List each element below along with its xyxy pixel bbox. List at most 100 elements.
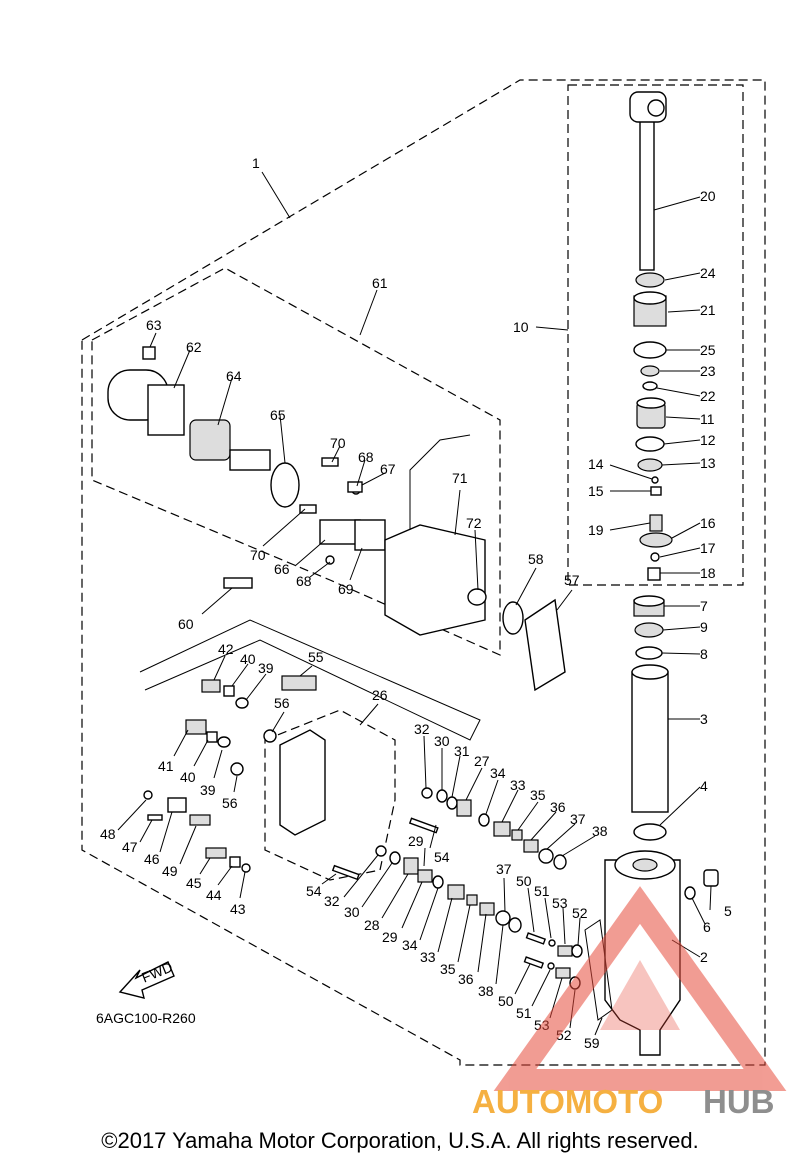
callout-29a: 29 [408,833,424,849]
part-8 [635,646,663,660]
part-12 [635,436,665,452]
callout-61: 61 [372,275,388,291]
callout-24: 24 [700,265,716,281]
callout-64: 64 [226,368,242,384]
callout-17: 17 [700,540,716,556]
reference-code: 6AGC100-R260 [96,1010,196,1026]
part-25 [633,341,667,359]
part-17 [650,552,660,562]
part-14 [651,476,659,484]
part-21 [633,291,667,327]
callout-69: 69 [338,581,354,597]
callout-63: 63 [146,317,162,333]
pin-54b [331,864,360,881]
callout-70a: 70 [330,435,346,451]
part-38b [508,917,522,933]
callout-31: 31 [454,743,470,759]
part-40b [206,731,218,743]
callout-2: 2 [700,949,708,965]
spring-29a [417,869,433,883]
part-51a [548,939,556,947]
callout-19: 19 [588,522,604,538]
callout-30a: 30 [434,733,450,749]
callout-13: 13 [700,455,716,471]
part-30a [436,789,448,803]
copyright-notice: ©2017 Yamaha Motor Corporation, U.S.A. A… [101,1128,699,1153]
callout-41: 41 [158,758,174,774]
assembly-boundary-1 [81,79,766,1066]
assembly-boundary-10 [567,84,744,586]
callout-21: 21 [700,302,716,318]
callout-39b: 39 [200,782,216,798]
part-36a [523,839,539,853]
part-51b [547,962,555,970]
part-72 [467,588,487,606]
callout-62: 62 [186,339,202,355]
watermark-logo [493,886,787,1091]
spring-19 [649,514,663,532]
part-32b [375,845,387,857]
screw-70b [299,504,317,514]
part-34a [478,813,490,827]
callout-59: 59 [584,1035,600,1051]
part-15 [650,486,662,496]
part-7 [633,595,665,617]
callout-52a: 52 [572,905,588,921]
spring-49 [189,814,211,826]
bolt-63 [142,346,156,360]
callout-40a: 40 [240,651,256,667]
callout-34a: 34 [490,765,506,781]
valve-body-26 [279,729,326,836]
part-40a [223,685,235,697]
part-39a [235,697,249,709]
spring-53b [555,967,571,979]
leader-lines [117,171,712,1036]
callout-29b: 29 [382,929,398,945]
fwd-arrow-icon: FWD [118,959,175,999]
callout-58: 58 [528,551,544,567]
callout-57: 57 [564,572,580,588]
pin-50a [525,932,547,945]
part-23 [640,365,660,377]
callout-42: 42 [218,641,234,657]
callout-25: 25 [700,342,716,358]
callout-30b: 30 [344,904,360,920]
part-43 [241,863,251,873]
callout-20: 20 [700,188,716,204]
part-33b [447,884,465,900]
motor-62 [107,369,185,436]
part-33a [493,821,511,837]
part-28 [403,857,419,875]
plate-outline [139,619,481,741]
part-39b [217,736,231,748]
callout-51a: 51 [534,883,550,899]
assembly-boundary-26 [264,709,396,881]
part-37b [495,910,511,926]
part-27 [456,799,472,817]
bolt-55 [281,675,317,691]
callout-71: 71 [452,470,468,486]
callout-56a: 56 [274,695,290,711]
tilt-rod-20 [629,91,667,271]
cylinder-3 [631,664,669,813]
part-67 [347,481,363,493]
watermark-text-2: HUB [703,1083,775,1120]
callout-65: 65 [270,407,286,423]
assembly-boundary-61 [91,267,501,656]
callout-50a: 50 [516,873,532,889]
part-18 [647,567,661,581]
part-11 [636,397,666,429]
part-36b [479,902,495,916]
callout-36a: 36 [550,799,566,815]
bolt-60 [223,577,253,589]
part-24 [635,272,665,288]
callout-55: 55 [308,649,324,665]
pin-54a [408,817,439,834]
callout-4: 4 [700,778,708,794]
spring-53a [557,945,573,957]
callout-72: 72 [466,515,482,531]
callout-56b: 56 [222,795,238,811]
callout-26: 26 [372,687,388,703]
callout-40b: 40 [180,769,196,785]
watermark-text-1: AUTOMOTO [472,1083,663,1120]
